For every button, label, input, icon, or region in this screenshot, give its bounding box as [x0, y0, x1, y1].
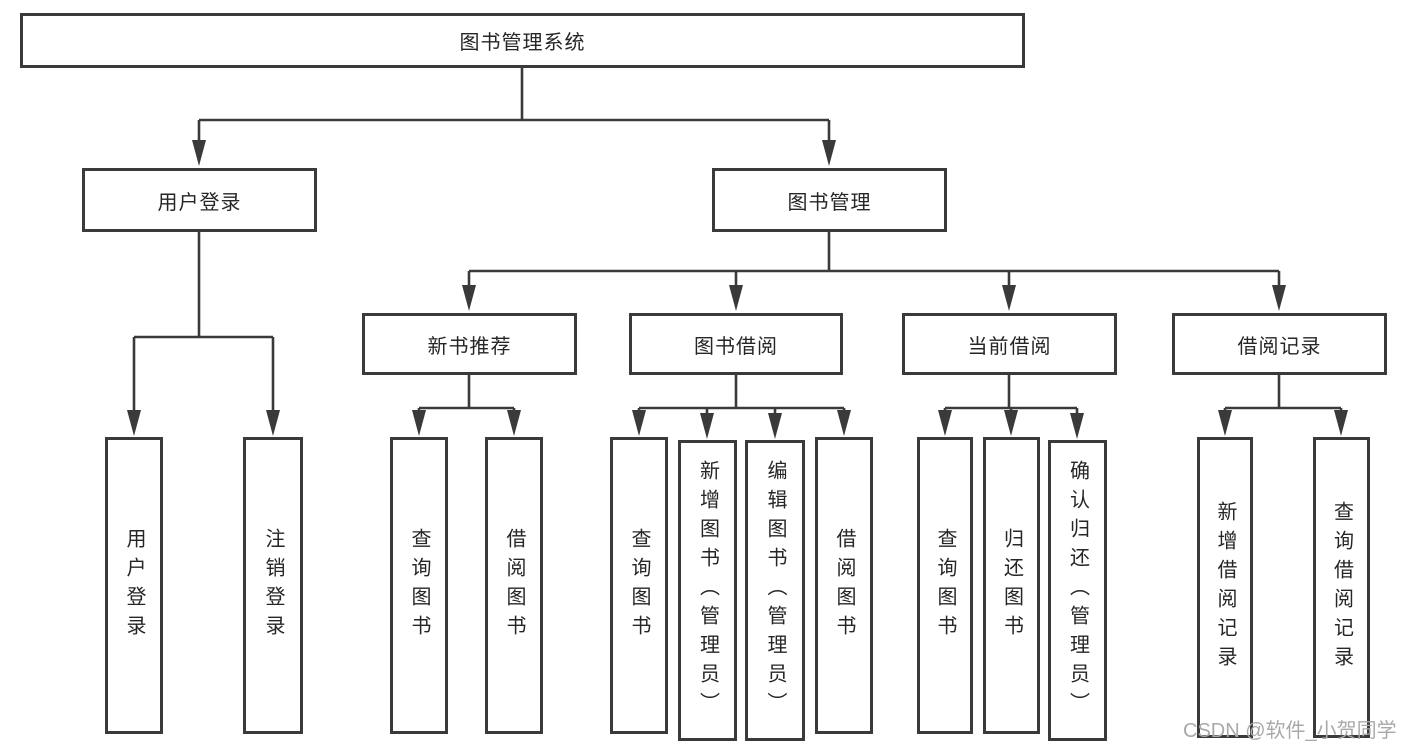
leaf-return-books: 归还图书	[983, 437, 1040, 734]
node-borrow-records: 借阅记录	[1172, 313, 1387, 375]
node-book-management: 图书管理	[712, 168, 947, 232]
leaf-add-borrow-record: 新增借阅记录	[1197, 437, 1253, 738]
node-label: 确认归还（管理员）	[1066, 460, 1089, 721]
node-label: 当前借阅	[967, 335, 1052, 358]
node-label: 注销登录	[262, 527, 284, 644]
csdn-watermark: CSDN @软件_小贺同学	[1183, 720, 1397, 742]
node-label: 新书推荐	[427, 335, 512, 358]
node-label: 新增图书（管理员）	[696, 460, 719, 721]
node-label: 查询图书	[934, 527, 956, 644]
leaf-query-books-borrowing: 查询图书	[610, 437, 668, 734]
node-new-book-recommend: 新书推荐	[362, 313, 577, 375]
node-label: 新增借阅记录	[1214, 500, 1236, 675]
node-current-borrowing: 当前借阅	[902, 313, 1117, 375]
leaf-borrow-books-recommend: 借阅图书	[485, 437, 543, 734]
node-label: 用户登录	[123, 527, 145, 644]
leaf-logout: 注销登录	[243, 437, 303, 734]
node-label: 查询图书	[408, 527, 430, 644]
node-label: 借阅图书	[833, 527, 855, 644]
leaf-edit-book-admin: 编辑图书（管理员）	[745, 440, 805, 741]
node-label: 编辑图书（管理员）	[764, 460, 786, 721]
leaf-query-books-recommend: 查询图书	[390, 437, 448, 734]
node-library-management-system: 图书管理系统	[20, 13, 1025, 68]
node-label: 图书借阅	[694, 335, 778, 358]
node-book-borrowing: 图书借阅	[629, 313, 843, 375]
leaf-borrow-books-borrowing: 借阅图书	[815, 437, 873, 734]
node-label: 图书管理系统	[459, 32, 586, 54]
leaf-user-login: 用户登录	[105, 437, 163, 734]
node-label: 查询图书	[628, 527, 650, 644]
node-user-login-group: 用户登录	[82, 168, 317, 232]
leaf-confirm-return-admin: 确认归还（管理员）	[1048, 440, 1107, 741]
node-label: 图书管理	[787, 191, 872, 214]
node-label: 用户登录	[157, 191, 242, 214]
node-label: 归还图书	[1000, 527, 1023, 644]
leaf-query-books-current: 查询图书	[917, 437, 973, 734]
leaf-query-borrow-record: 查询借阅记录	[1313, 437, 1370, 738]
node-label: 查询借阅记录	[1330, 500, 1353, 675]
node-label: 借阅记录	[1237, 335, 1322, 358]
leaf-add-book-admin: 新增图书（管理员）	[678, 440, 737, 741]
node-label: 借阅图书	[503, 527, 525, 644]
